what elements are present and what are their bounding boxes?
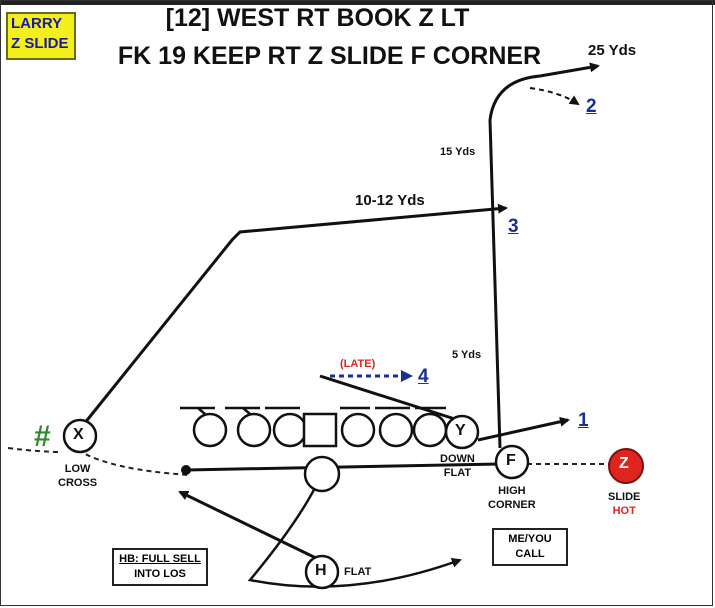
f-corner-route bbox=[488, 62, 600, 449]
note-corner: CORNER bbox=[488, 499, 536, 511]
tag-line2: Z SLIDE bbox=[11, 35, 69, 52]
qb-circle bbox=[303, 455, 341, 493]
hash-mark: # bbox=[34, 420, 51, 453]
note-slide: SLIDE bbox=[608, 491, 641, 503]
y-route bbox=[477, 416, 570, 442]
dist-10-12: 10-12 Yds bbox=[355, 192, 425, 209]
tag-line1: LARRY bbox=[11, 15, 63, 32]
top-border bbox=[0, 0, 715, 5]
play-title: FK 19 KEEP RT Z SLIDE F CORNER bbox=[117, 42, 542, 70]
z-circle bbox=[608, 448, 644, 484]
z-note: SLIDE HOT bbox=[608, 490, 640, 518]
route-4-line bbox=[319, 374, 459, 422]
x-dig-route bbox=[82, 203, 508, 425]
h-flat-note: FLAT bbox=[344, 566, 372, 578]
offensive-line bbox=[180, 406, 448, 448]
f-circle bbox=[494, 444, 530, 480]
y-note: DOWN FLAT bbox=[440, 452, 475, 480]
note-flat: FLAT bbox=[443, 467, 472, 479]
h-circle bbox=[304, 554, 340, 590]
progression-2: 2 bbox=[586, 96, 597, 117]
x-circle bbox=[62, 418, 98, 454]
note-low: LOW bbox=[64, 463, 91, 475]
dist-25: 25 Yds bbox=[588, 42, 637, 59]
progression-3: 3 bbox=[508, 216, 519, 237]
x-label: X bbox=[73, 426, 84, 443]
x-note: LOW CROSS bbox=[58, 462, 97, 490]
z-label: Z bbox=[619, 455, 629, 472]
y-label: Y bbox=[455, 422, 466, 439]
los-line bbox=[7, 447, 63, 453]
late-label: (LATE) bbox=[340, 358, 376, 370]
me-you-call-box: ME/YOU CALL bbox=[492, 528, 568, 566]
note-hot: HOT bbox=[612, 505, 636, 517]
qb-keep-line bbox=[185, 462, 501, 472]
formation-title: [12] WEST RT BOOK Z LT bbox=[165, 4, 470, 32]
h-label: H bbox=[315, 562, 327, 579]
dist-15: 15 Yds bbox=[440, 146, 476, 158]
progression-4: 4 bbox=[418, 366, 429, 387]
progression-1: 1 bbox=[578, 410, 589, 431]
f-corner-dashed bbox=[529, 87, 580, 106]
x-low-cross-route bbox=[77, 449, 191, 476]
hb-note-line1: HB: FULL SELL bbox=[119, 553, 201, 565]
f-label: F bbox=[506, 452, 516, 469]
note-down: DOWN bbox=[440, 453, 475, 465]
dist-5: 5 Yds bbox=[452, 349, 482, 361]
y-circle bbox=[444, 414, 480, 450]
hb-note-line2: INTO LOS bbox=[134, 568, 186, 580]
note-high: HIGH bbox=[498, 485, 526, 497]
play-tag: LARRY Z SLIDE bbox=[6, 12, 76, 60]
hb-note-box: HB: FULL SELL INTO LOS bbox=[112, 548, 208, 586]
me-you-line1: ME/YOU bbox=[508, 533, 552, 545]
h-release bbox=[178, 490, 321, 562]
h-fake-path bbox=[247, 477, 462, 588]
f-note: HIGH CORNER bbox=[488, 484, 536, 512]
me-you-line2: CALL bbox=[515, 548, 545, 560]
note-cross: CROSS bbox=[58, 477, 98, 489]
